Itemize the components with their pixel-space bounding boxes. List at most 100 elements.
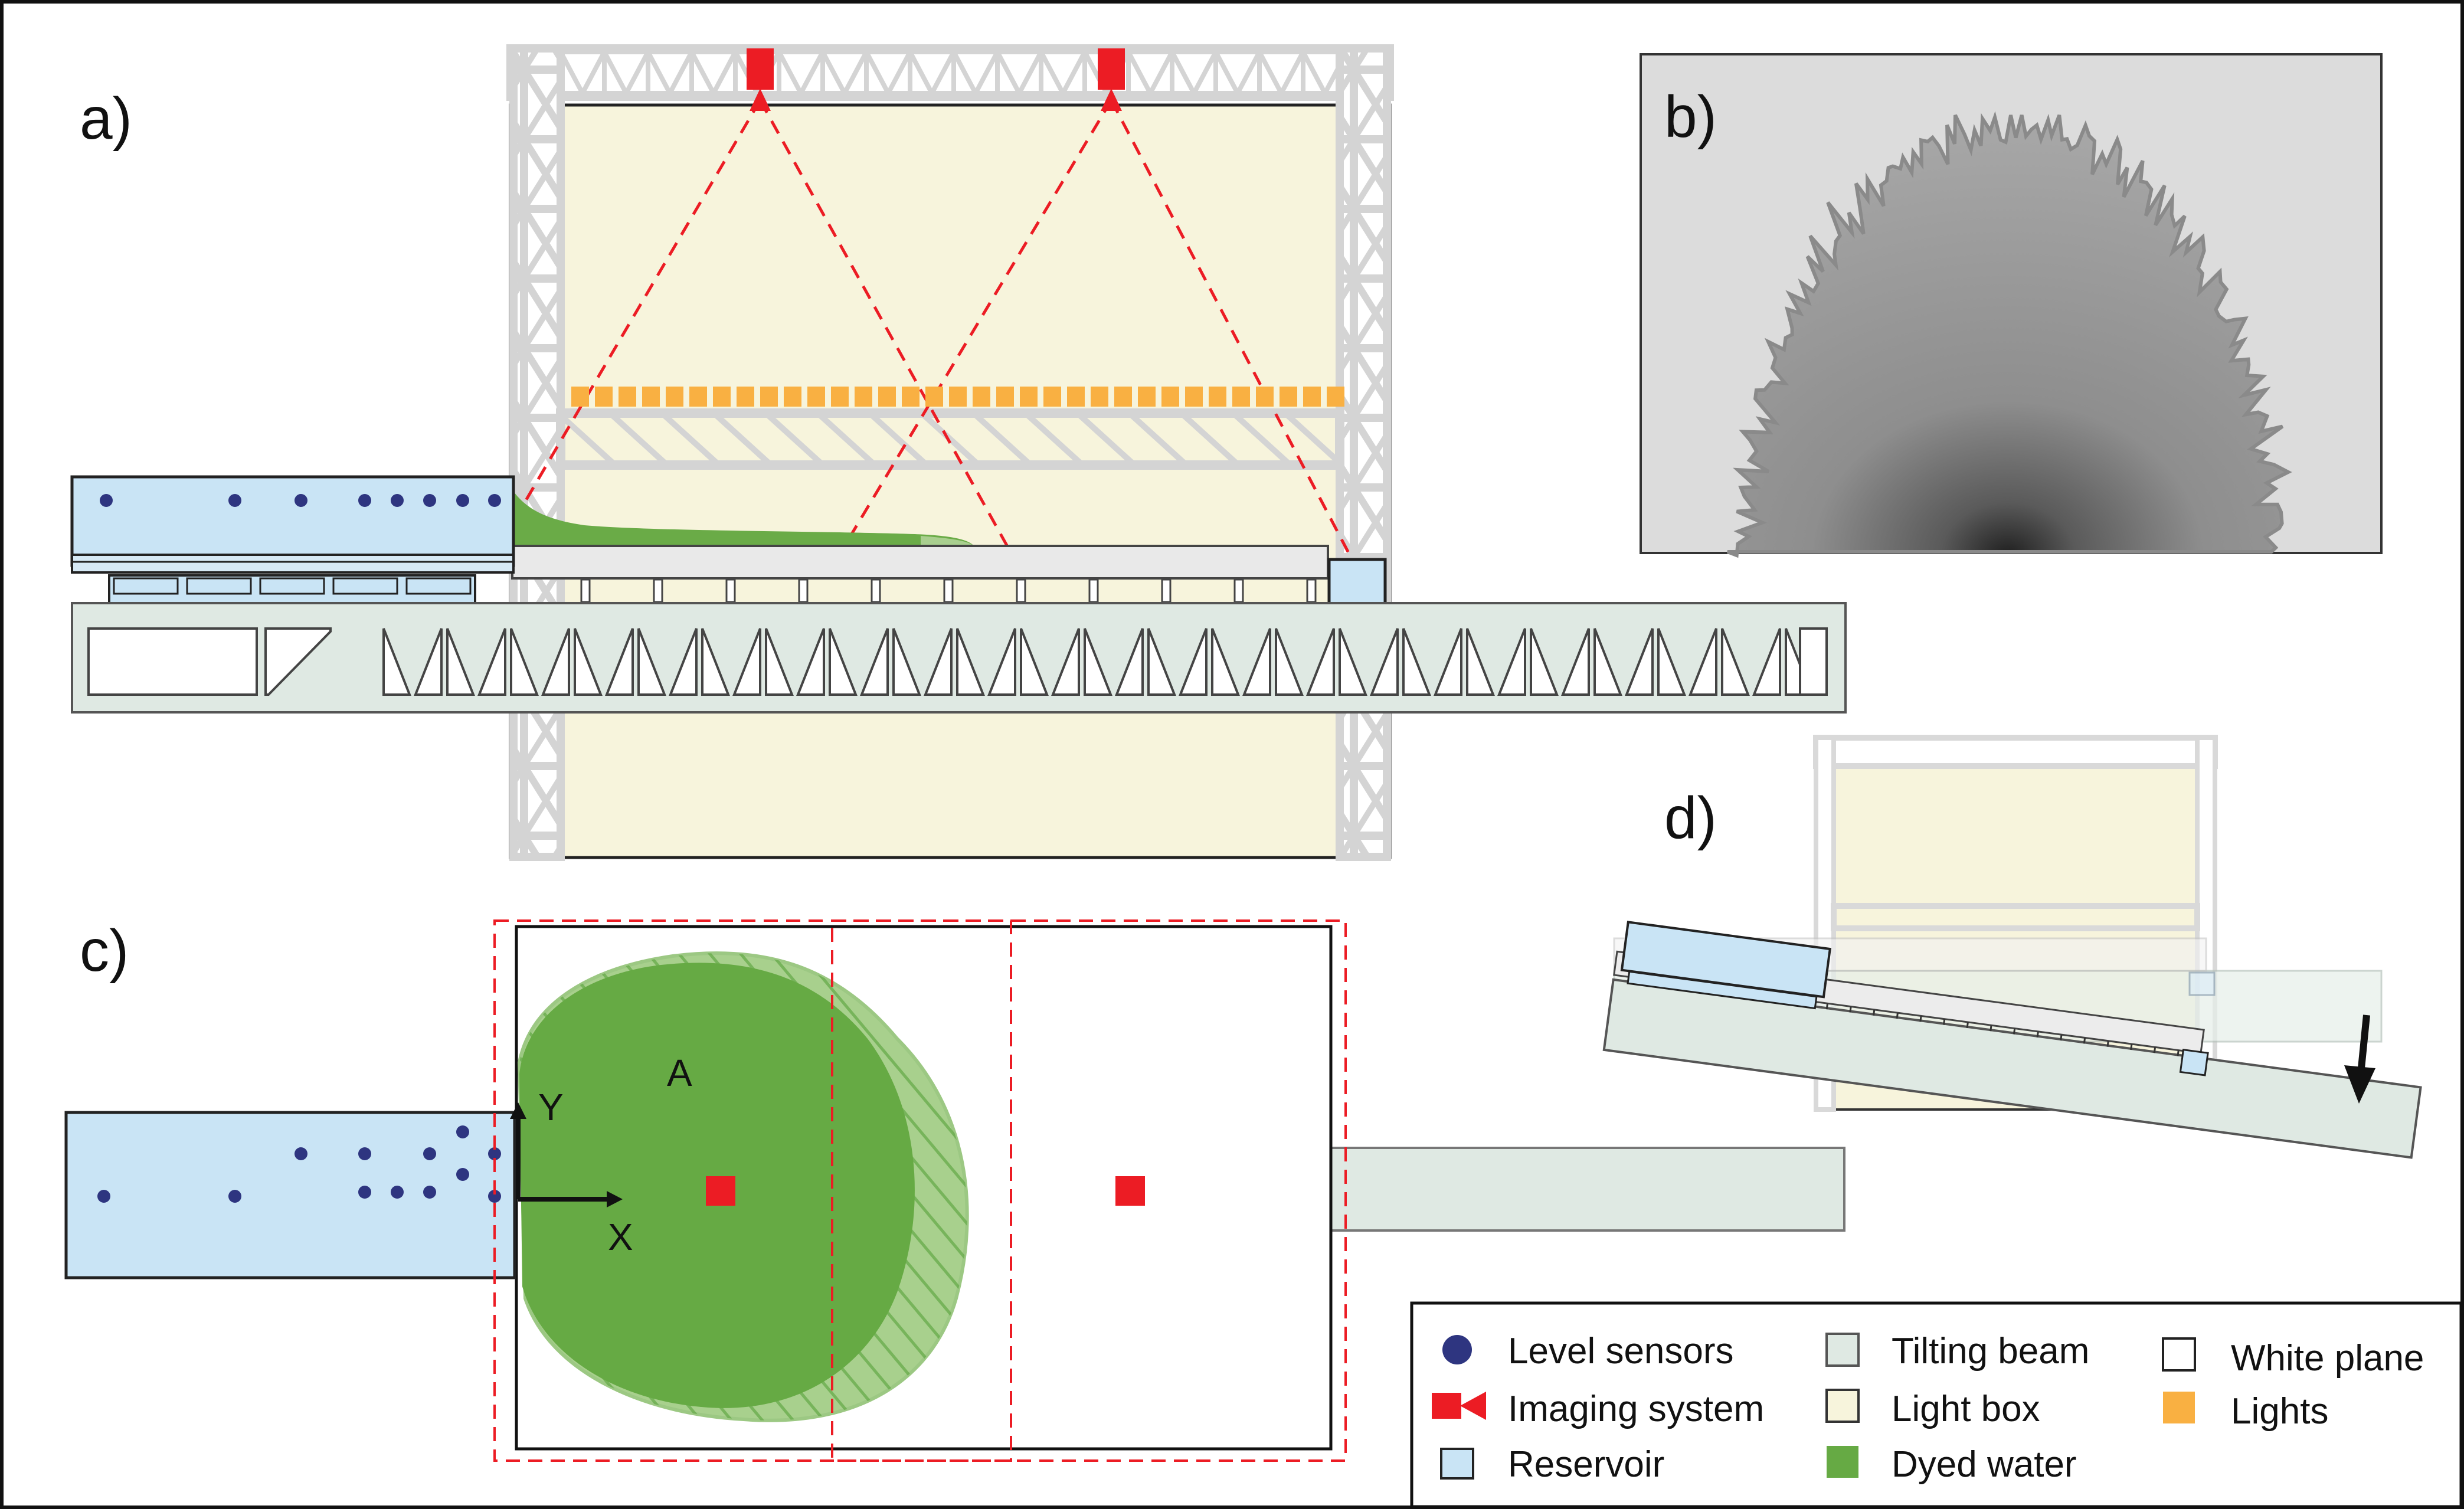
light-18 xyxy=(973,387,990,407)
reservoir-top xyxy=(64,1111,516,1279)
water-spread-photo xyxy=(1726,111,2292,558)
light-2 xyxy=(595,387,613,407)
light-10 xyxy=(784,387,801,407)
camera-1-lens xyxy=(750,89,771,111)
camera-1 xyxy=(747,48,774,90)
light-22 xyxy=(1067,387,1085,407)
light-11 xyxy=(807,387,825,407)
light-8 xyxy=(737,387,754,407)
panel-label-d: d) xyxy=(1664,785,1717,851)
legend-swatch-white-plane xyxy=(2162,1337,2196,1372)
panel-a-side-view: a) xyxy=(70,44,1847,861)
light-9 xyxy=(760,387,778,407)
light-31 xyxy=(1280,387,1297,407)
light-26 xyxy=(1161,387,1179,407)
light-19 xyxy=(996,387,1014,407)
tilting-beam-tilted xyxy=(1602,978,2422,1159)
level-sensor-top-3 xyxy=(294,1147,307,1160)
light-6 xyxy=(689,387,707,407)
level-sensor-4 xyxy=(358,494,371,507)
tilted-assembly xyxy=(1602,921,2422,1159)
level-sensor-top-11 xyxy=(488,1147,501,1160)
camera-1-field-of-view xyxy=(493,919,1012,1462)
legend-label-level-sensors: Level sensors xyxy=(1508,1331,1734,1372)
camera-1-marker xyxy=(706,1176,735,1206)
panel-d-tilted-view: d) xyxy=(1602,735,2422,1159)
light-13 xyxy=(855,387,872,407)
camera-2-marker xyxy=(1115,1176,1145,1206)
light-15 xyxy=(902,387,919,407)
light-20 xyxy=(1020,387,1038,407)
panel-b-photo: b) xyxy=(1640,53,2383,558)
light-truss xyxy=(556,408,1344,470)
legend-label-light-box: Light box xyxy=(1892,1389,2040,1429)
light-25 xyxy=(1138,387,1156,407)
light-14 xyxy=(878,387,896,407)
level-sensor-1 xyxy=(100,494,113,507)
level-sensor-top-9 xyxy=(456,1168,469,1181)
light-27 xyxy=(1185,387,1203,407)
level-sensors-side xyxy=(100,494,501,507)
legend-label-white-plane: White plane xyxy=(2231,1338,2424,1379)
light-21 xyxy=(1043,387,1061,407)
level-sensor-8 xyxy=(488,494,501,507)
y-axis-label: Y xyxy=(538,1086,564,1128)
light-3 xyxy=(619,387,636,407)
level-sensor-top-12 xyxy=(488,1190,501,1203)
truss-column-left xyxy=(509,44,565,861)
level-sensors-top xyxy=(97,1125,501,1203)
top-truss xyxy=(506,44,1394,101)
panel-label-c: c) xyxy=(80,918,129,984)
coordinate-axes xyxy=(510,1102,623,1207)
light-28 xyxy=(1209,387,1226,407)
legend-box xyxy=(1410,1301,2463,1508)
reservoir-side xyxy=(70,475,515,567)
level-sensor-5 xyxy=(391,494,404,507)
legend-label-lights: Lights xyxy=(2231,1391,2328,1432)
light-23 xyxy=(1091,387,1108,407)
light-1 xyxy=(571,387,589,407)
level-sensor-top-7 xyxy=(423,1147,436,1160)
level-sensor-3 xyxy=(294,494,307,507)
camera-2 xyxy=(1098,48,1125,90)
legend-swatch-level-sensors xyxy=(1442,1335,1472,1364)
level-sensor-top-2 xyxy=(228,1190,241,1203)
light-17 xyxy=(949,387,967,407)
white-plane-side xyxy=(511,545,1329,580)
light-7 xyxy=(713,387,731,407)
dyed-water-profile xyxy=(512,490,974,546)
tilt-arrow xyxy=(2344,1014,2375,1104)
legend-swatch-imaging-system xyxy=(1432,1392,1486,1420)
panel-label-a: a) xyxy=(80,86,132,152)
level-sensor-top-5 xyxy=(358,1186,371,1199)
legend-swatch-lights xyxy=(2163,1392,2195,1423)
legend-label-reservoir: Reservoir xyxy=(1508,1444,1664,1485)
level-sensor-top-1 xyxy=(97,1190,110,1203)
spread-area-label: A xyxy=(667,1052,692,1094)
legend-swatch-reservoir xyxy=(1440,1448,1474,1480)
panel-c-top-view: X Y A c) xyxy=(64,918,1845,1462)
light-29 xyxy=(1232,387,1250,407)
level-sensor-7 xyxy=(456,494,469,507)
camera-2-field-of-view xyxy=(831,919,1347,1462)
light-24 xyxy=(1114,387,1132,407)
truss-column-right xyxy=(1336,44,1391,861)
legend-swatch-tilting-beam xyxy=(1825,1333,1860,1367)
legend-swatch-dyed-water xyxy=(1827,1446,1858,1478)
light-33 xyxy=(1327,387,1344,407)
light-16 xyxy=(925,387,943,407)
light-32 xyxy=(1303,387,1321,407)
camera-view-lines xyxy=(494,99,1354,562)
panel-label-b: b) xyxy=(1664,84,1717,150)
light-30 xyxy=(1256,387,1274,407)
legend-swatch-light-box xyxy=(1825,1389,1860,1423)
legend-label-imaging-system: Imaging system xyxy=(1508,1389,1764,1429)
light-box xyxy=(509,103,1392,859)
light-5 xyxy=(666,387,683,407)
reservoir-base xyxy=(108,574,476,607)
light-4 xyxy=(642,387,660,407)
light-12 xyxy=(831,387,849,407)
level-sensor-top-4 xyxy=(358,1147,371,1160)
